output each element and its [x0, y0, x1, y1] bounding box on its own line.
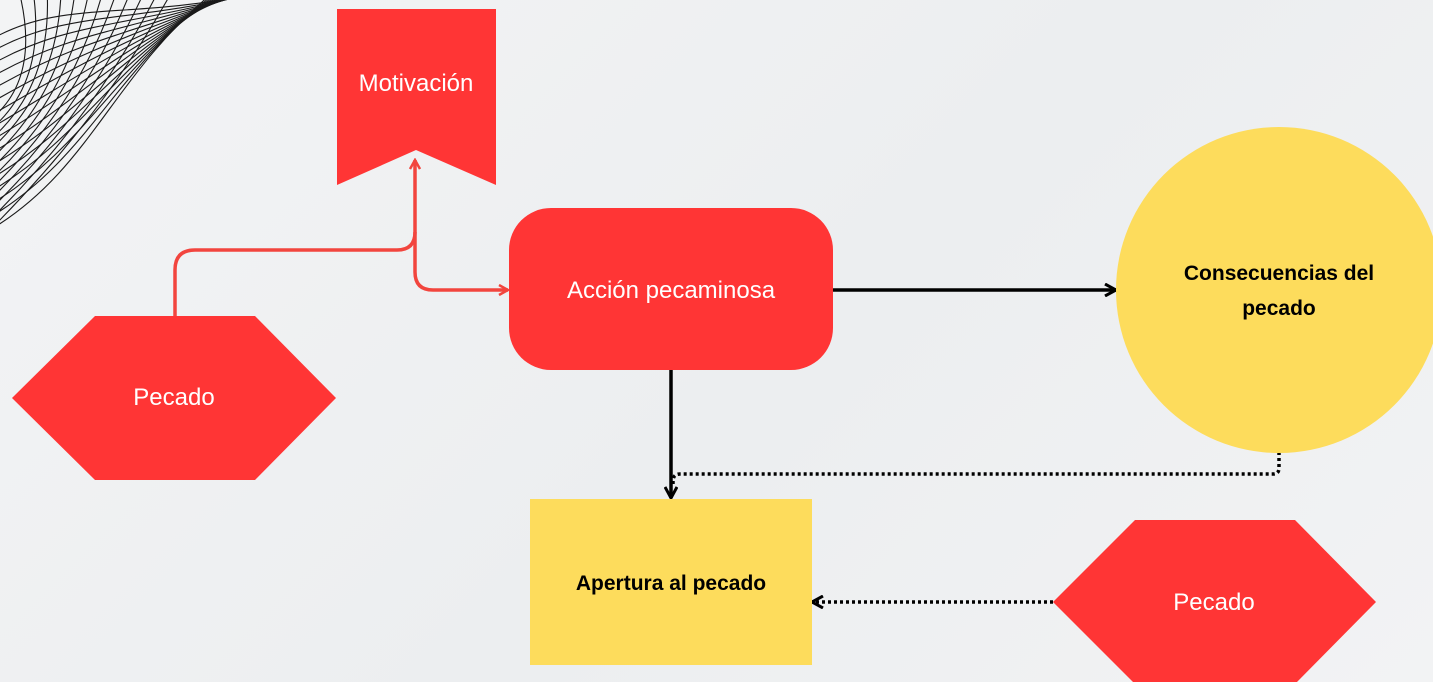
node-consecuencias[interactable]: Consecuencias del pecado: [1116, 127, 1433, 453]
node-apertura-label: Apertura al pecado: [576, 572, 766, 595]
node-pecado-left[interactable]: Pecado: [12, 316, 336, 480]
node-accion-pecaminosa[interactable]: Acción pecaminosa: [509, 208, 833, 370]
edge-consecuencias-to-apertura: [671, 452, 1281, 486]
circle-shape: [1116, 127, 1433, 453]
node-motivacion[interactable]: Motivación: [337, 9, 496, 185]
hexagon-shape: [12, 316, 336, 480]
hexagon-shape: [1053, 520, 1376, 682]
banner-shape: [337, 9, 496, 185]
rect-shape: [530, 499, 812, 665]
connectors: [173, 160, 1281, 602]
node-pecado-left-label: Pecado: [133, 384, 214, 411]
edge-motivacion-to-accion: [413, 232, 508, 290]
edge-pecado-to-motivacion: [173, 160, 415, 318]
node-apertura[interactable]: Apertura al pecado: [530, 499, 812, 665]
node-consecuencias-label-line1: Consecuencias del: [1184, 262, 1374, 285]
node-motivacion-label: Motivación: [359, 70, 474, 97]
node-pecado-right-label: Pecado: [1173, 589, 1254, 616]
node-pecado-right[interactable]: Pecado: [1053, 520, 1376, 682]
node-consecuencias-label-line2: pecado: [1242, 297, 1316, 320]
wave-lines-icon: [0, 0, 228, 225]
node-accion-label: Acción pecaminosa: [567, 277, 776, 304]
rounded-rect-shape: [509, 208, 833, 370]
